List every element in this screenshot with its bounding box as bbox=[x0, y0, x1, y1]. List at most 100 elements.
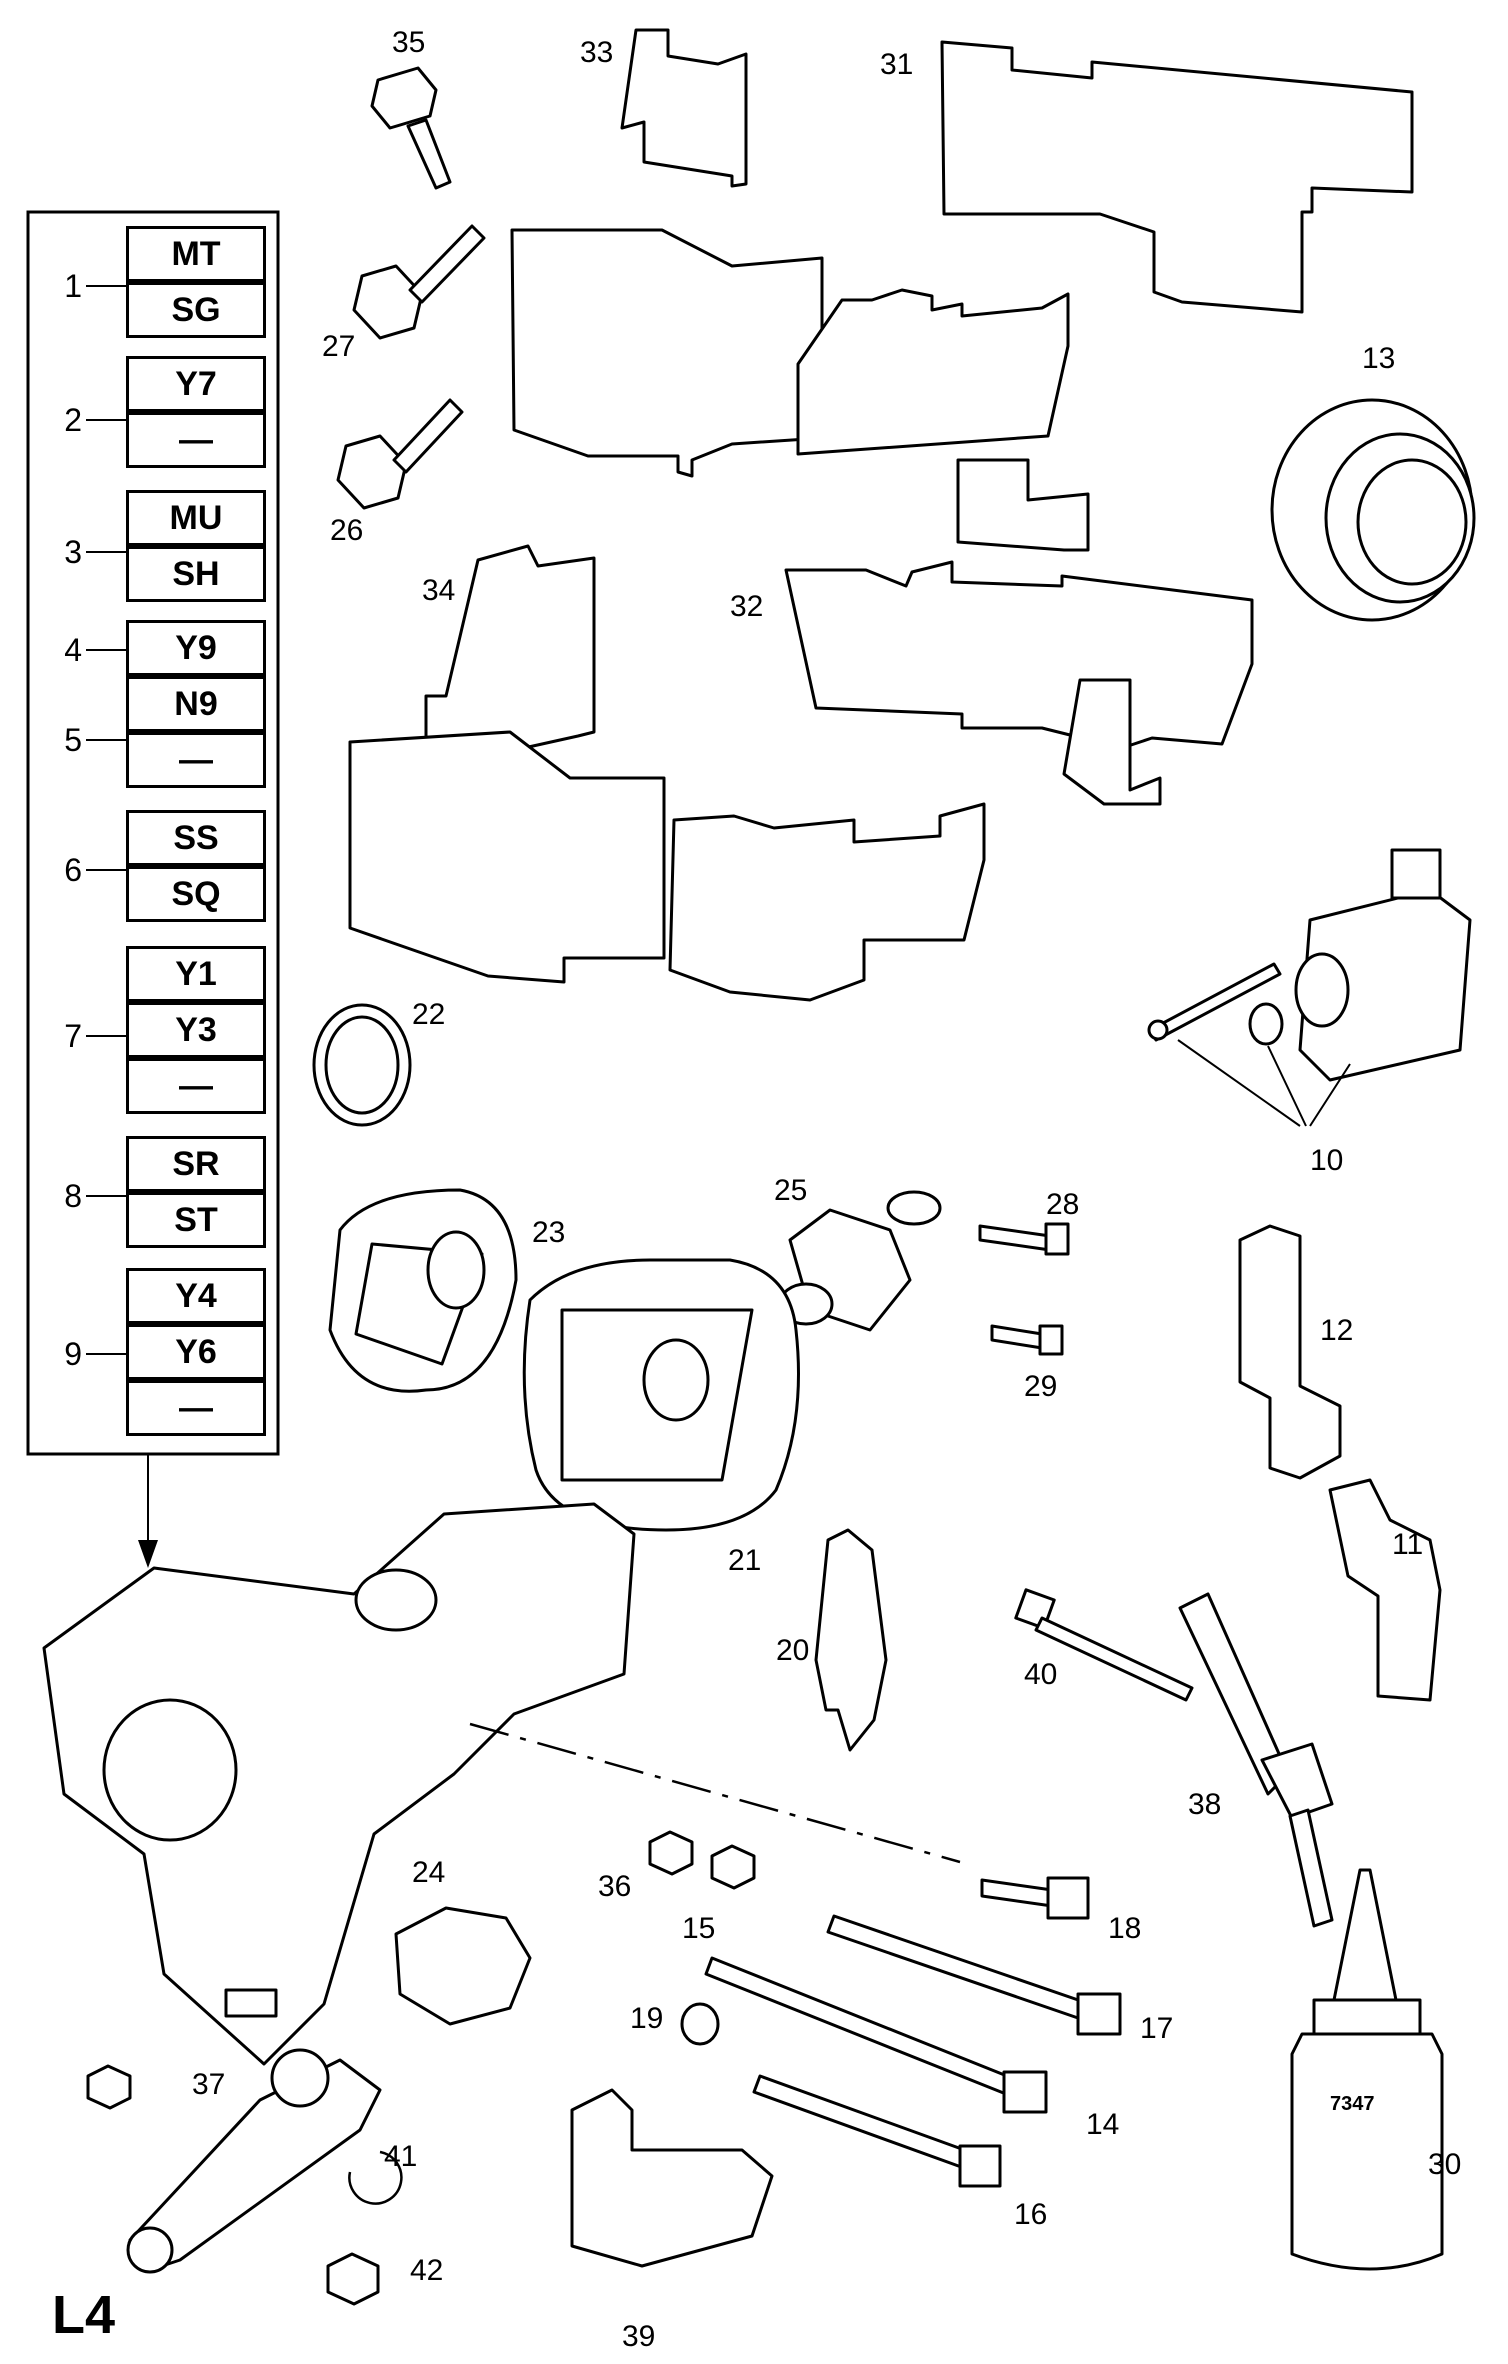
part-25-universal-joint bbox=[778, 1190, 942, 1332]
part-30-thread-lock-bottle bbox=[1290, 1868, 1444, 2271]
legend-code: — bbox=[126, 1058, 266, 1114]
part-36-nut bbox=[648, 1830, 694, 1876]
legend-group-number: 1 bbox=[64, 268, 82, 304]
legend-code: MT bbox=[126, 226, 266, 282]
sheet-label: L4 bbox=[52, 2285, 116, 2345]
callout-40: 40 bbox=[1024, 1658, 1058, 1691]
legend-code: SG bbox=[126, 282, 266, 338]
part-16-bolt bbox=[752, 2074, 1002, 2188]
part-35-bolt bbox=[370, 66, 452, 190]
callout-26: 26 bbox=[330, 514, 364, 547]
part-13-grommet bbox=[1270, 398, 1476, 622]
legend-code: — bbox=[126, 732, 266, 788]
callout-33: 33 bbox=[580, 36, 614, 69]
legend-code: Y6 bbox=[126, 1324, 266, 1380]
part-32-heat-shield bbox=[784, 560, 1254, 806]
legend-frame bbox=[26, 210, 280, 1456]
legend-code: Y3 bbox=[126, 1002, 266, 1058]
part-18-bolt bbox=[980, 1876, 1090, 1920]
legend-group-number: 5 bbox=[64, 722, 82, 758]
callout-41: 41 bbox=[384, 2140, 418, 2173]
legend-code: — bbox=[126, 412, 266, 468]
legend-code: SQ bbox=[126, 866, 266, 922]
callout-10: 10 bbox=[1310, 1144, 1344, 1177]
callout-32: 32 bbox=[730, 590, 764, 623]
callout-14: 14 bbox=[1086, 2108, 1120, 2141]
part-27-bolt bbox=[352, 224, 486, 340]
callout-11: 11 bbox=[1392, 1528, 1424, 1561]
callout-39: 39 bbox=[622, 2320, 656, 2353]
callout-12: 12 bbox=[1320, 1314, 1354, 1347]
callout-35: 35 bbox=[392, 26, 426, 59]
callout-27: 27 bbox=[322, 330, 356, 363]
part-10-solenoid-valve bbox=[1147, 848, 1472, 1127]
legend-code: SH bbox=[126, 546, 266, 602]
legend-code: Y7 bbox=[126, 356, 266, 412]
part-24-cap bbox=[394, 1906, 532, 2026]
callout-36: 36 bbox=[598, 1870, 632, 1903]
legend-code: Y1 bbox=[126, 946, 266, 1002]
callout-31: 31 bbox=[880, 48, 914, 81]
part-38-idler-arm bbox=[1178, 1592, 1334, 1928]
part-17-bolt bbox=[826, 1914, 1122, 2036]
part-12-bracket bbox=[1238, 1224, 1342, 1480]
part-28-bolt bbox=[978, 1222, 1070, 1256]
legend-group-number: 6 bbox=[64, 852, 82, 888]
callout-19: 19 bbox=[630, 2002, 664, 2035]
part-31-heat-shield bbox=[940, 40, 1414, 314]
callout-21: 21 bbox=[728, 1544, 762, 1577]
part-23-boot bbox=[328, 1188, 518, 1393]
legend-code: MU bbox=[126, 490, 266, 546]
legend-code: Y9 bbox=[126, 620, 266, 676]
legend-code: — bbox=[126, 1380, 266, 1436]
part-37-pitman-arm bbox=[86, 2048, 382, 2274]
part-19-washer bbox=[680, 2002, 720, 2046]
callout-23: 23 bbox=[532, 1216, 566, 1249]
legend-group-number: 8 bbox=[64, 1178, 82, 1214]
part-33-heat-shield bbox=[510, 28, 1090, 552]
legend-code: ST bbox=[126, 1192, 266, 1248]
callout-13: 13 bbox=[1362, 342, 1396, 375]
callout-24: 24 bbox=[412, 1856, 446, 1889]
callout-16: 16 bbox=[1014, 2198, 1048, 2231]
callout-25: 25 bbox=[774, 1174, 808, 1207]
part-14-bolt bbox=[704, 1956, 1048, 2114]
part-26-bolt bbox=[336, 398, 464, 510]
part-20-clip bbox=[814, 1528, 888, 1752]
callout-22: 22 bbox=[412, 998, 446, 1031]
legend-group-number: 7 bbox=[64, 1018, 82, 1054]
callout-20: 20 bbox=[776, 1634, 810, 1667]
part-11-bracket bbox=[1328, 1478, 1442, 1702]
legend-code: N9 bbox=[126, 676, 266, 732]
legend-group-number: 9 bbox=[64, 1336, 82, 1372]
legend-code: Y4 bbox=[126, 1268, 266, 1324]
callout-28: 28 bbox=[1046, 1188, 1080, 1221]
legend-leaders bbox=[86, 285, 126, 1355]
part-34-heat-shield bbox=[348, 544, 986, 1002]
part-29-bolt bbox=[990, 1324, 1064, 1356]
callout-18: 18 bbox=[1108, 1912, 1142, 1945]
legend-code: SR bbox=[126, 1136, 266, 1192]
callout-38: 38 bbox=[1188, 1788, 1222, 1821]
part-15-nut bbox=[710, 1844, 756, 1890]
legend-arrow-head bbox=[138, 1540, 158, 1568]
callout-30: 30 bbox=[1428, 2148, 1462, 2181]
callout-17: 17 bbox=[1140, 2012, 1174, 2045]
callout-34: 34 bbox=[422, 574, 456, 607]
legend-group-number: 4 bbox=[64, 632, 82, 668]
legend-code: SS bbox=[126, 810, 266, 866]
part-21-insulator bbox=[522, 1258, 800, 1532]
bottle-label: 7347 bbox=[1330, 2093, 1375, 2115]
assembly-axis-line bbox=[469, 1722, 961, 1864]
part-40-bolt bbox=[1014, 1588, 1194, 1702]
callout-15: 15 bbox=[682, 1912, 716, 1945]
part-42-nut bbox=[326, 2252, 380, 2306]
part-22-o-ring-inner bbox=[324, 1015, 400, 1115]
legend-group-number: 3 bbox=[64, 534, 82, 570]
callout-42: 42 bbox=[410, 2254, 444, 2287]
callout-37: 37 bbox=[192, 2068, 226, 2101]
part-39-bracket bbox=[570, 2088, 774, 2268]
callout-29: 29 bbox=[1024, 1370, 1058, 1403]
steering-gear-box bbox=[42, 1502, 636, 2066]
